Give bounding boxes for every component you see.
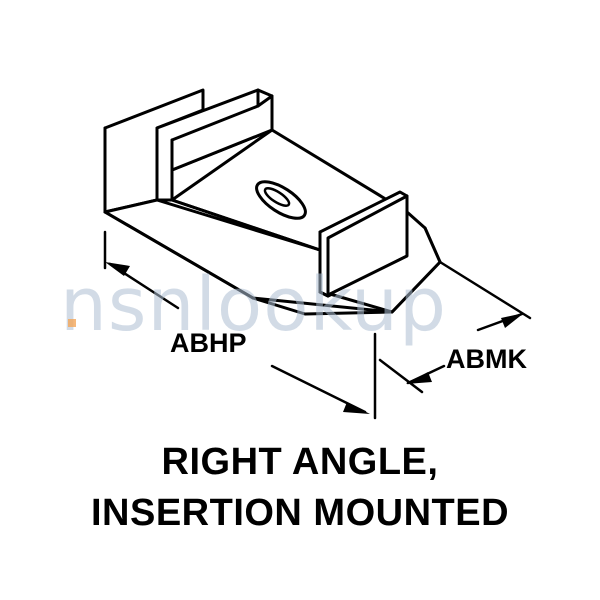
watermark-text: nsnlookup	[60, 262, 447, 348]
abhp-arrow-left	[105, 262, 130, 276]
abmk-extension-bottom	[378, 358, 424, 394]
caption-line-1: RIGHT ANGLE,	[161, 441, 439, 483]
abhp-label: ABHP	[170, 328, 247, 358]
abmk-extension-top	[438, 260, 532, 320]
abmk-dimension: ABMK	[378, 260, 532, 394]
caption-line-2: INSERTION MOUNTED	[90, 492, 510, 534]
abmk-arrow-top	[501, 313, 524, 328]
abmk-arrow-bottom	[406, 372, 432, 384]
abhp-arrow-right	[343, 402, 370, 414]
watermark: nsnlookup	[60, 262, 447, 348]
left-flange	[155, 88, 274, 202]
abhp-dimension: ABHP	[103, 230, 377, 420]
abmk-label: ABMK	[446, 344, 527, 374]
watermark-dot	[68, 319, 76, 327]
slot-hole	[255, 180, 307, 220]
end-bevel	[328, 210, 442, 314]
